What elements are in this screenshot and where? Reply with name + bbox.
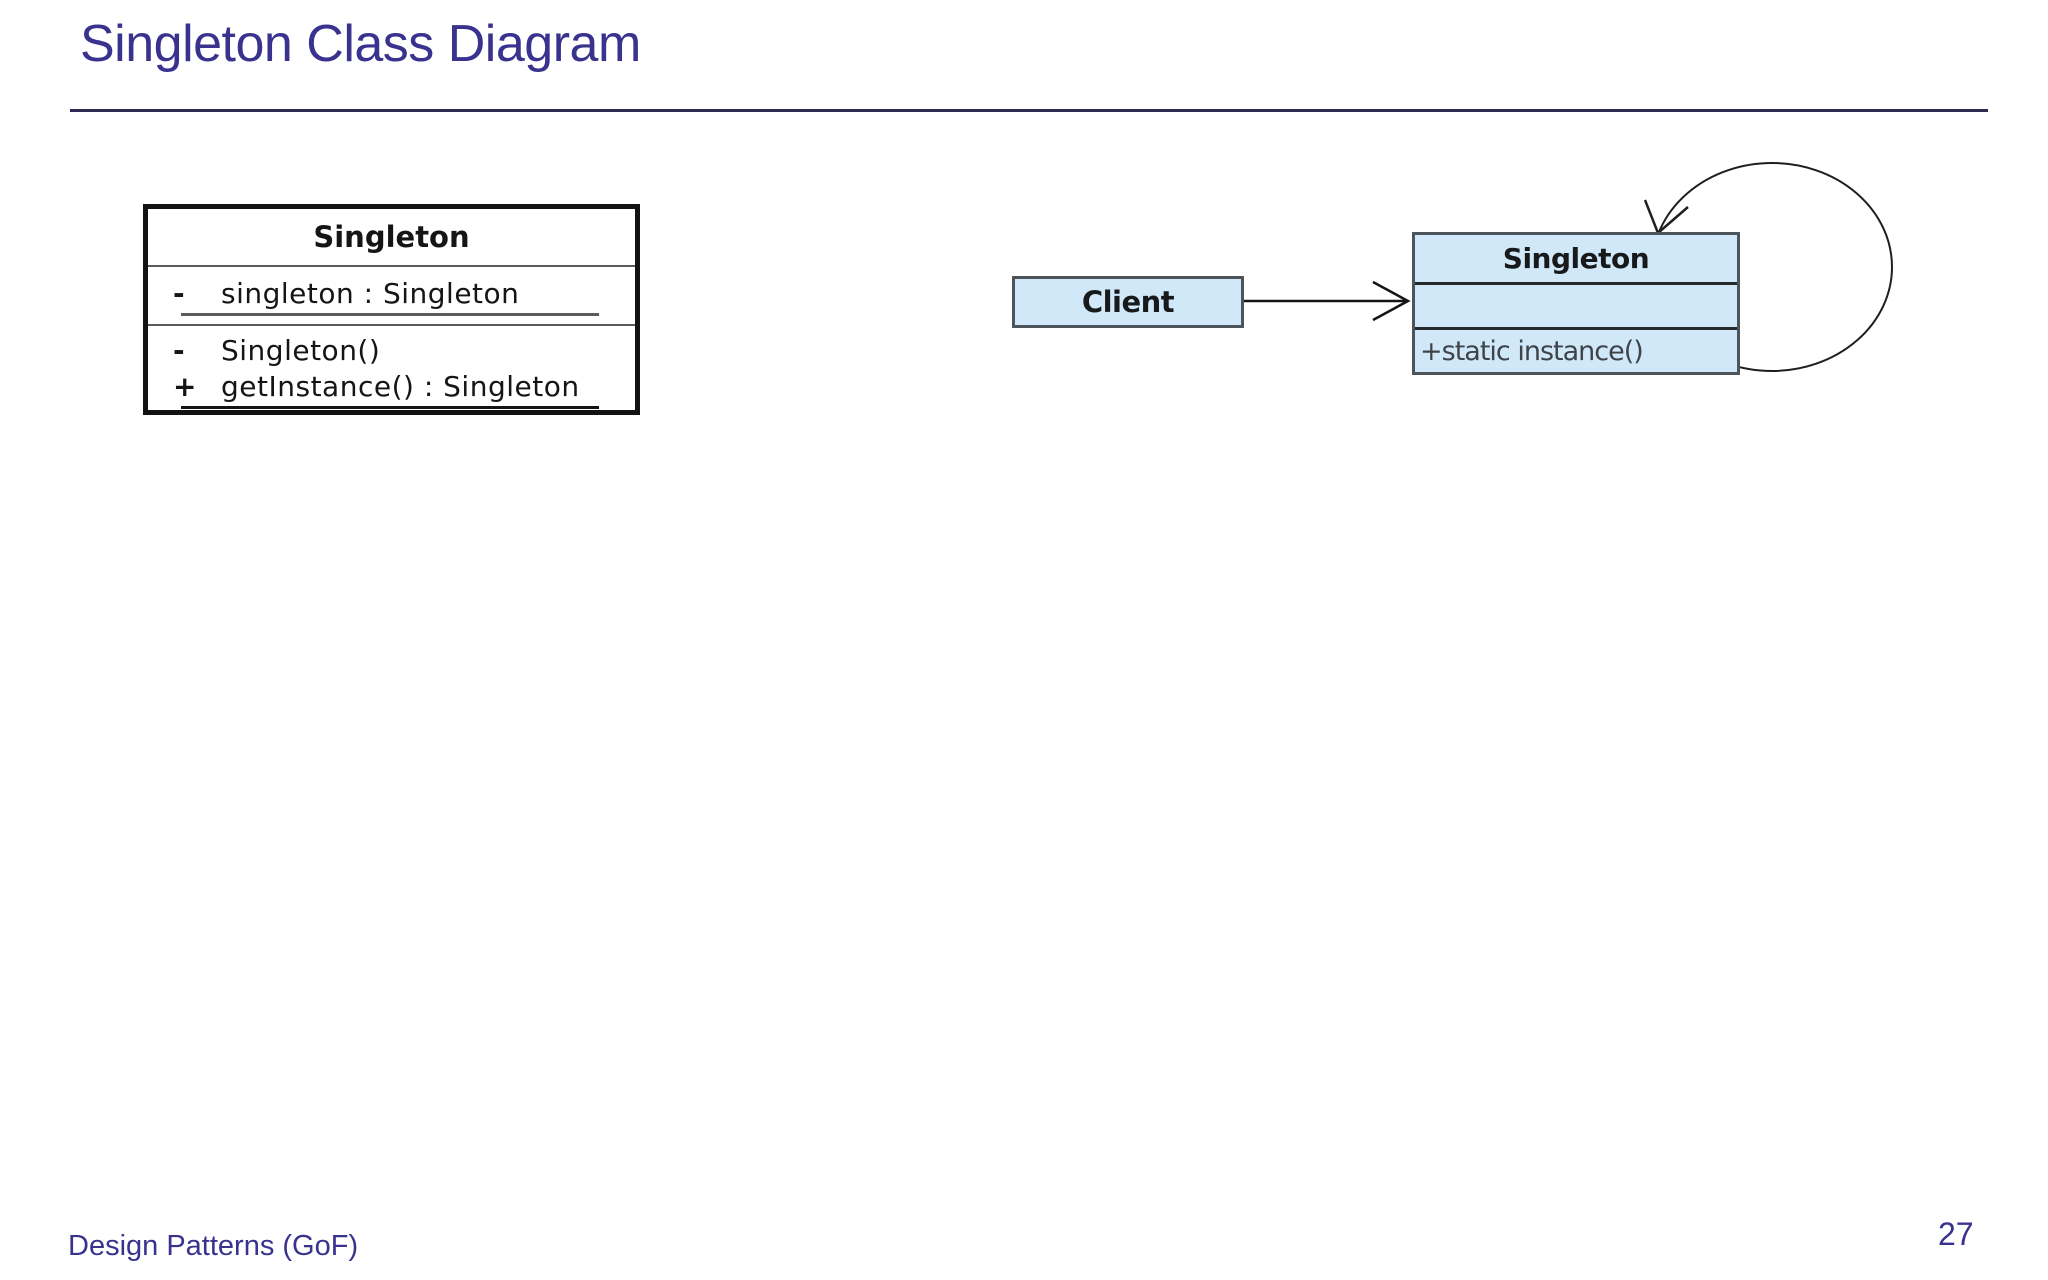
method-row: - Singleton() — [173, 333, 599, 368]
singleton-class-box-overview: Singleton +static instance() — [1412, 232, 1740, 375]
class-attributes-compartment-empty — [1415, 285, 1737, 330]
client-dependency-arrowhead-icon — [1372, 280, 1411, 322]
title-underline-rule — [70, 109, 1988, 112]
method-signature: Singleton() — [221, 334, 381, 367]
class-operation: +static instance() — [1420, 335, 1644, 367]
class-methods-compartment: - Singleton() + getInstance() : Singleto… — [148, 326, 635, 410]
attribute-row: - singleton : Singleton — [173, 276, 599, 316]
footer-text: Design Patterns (GoF) — [68, 1230, 359, 1262]
singleton-class-box-detail: Singleton - singleton : Singleton - Sing… — [143, 204, 640, 415]
visibility-symbol: - — [173, 276, 186, 310]
visibility-symbol: - — [173, 334, 186, 367]
client-class-box: Client — [1012, 276, 1244, 328]
class-attributes-compartment: - singleton : Singleton — [148, 267, 635, 326]
method-signature: getInstance() : Singleton — [221, 370, 580, 403]
class-name-header: Singleton — [1415, 235, 1737, 285]
attribute-signature: singleton : Singleton — [221, 276, 520, 310]
method-row: + getInstance() : Singleton — [173, 369, 599, 409]
class-name-header: Singleton — [148, 209, 635, 267]
visibility-symbol: + — [173, 370, 197, 403]
page-number: 27 — [1938, 1216, 1974, 1252]
client-class-name: Client — [1081, 285, 1175, 319]
page-title: Singleton Class Diagram — [80, 15, 641, 73]
